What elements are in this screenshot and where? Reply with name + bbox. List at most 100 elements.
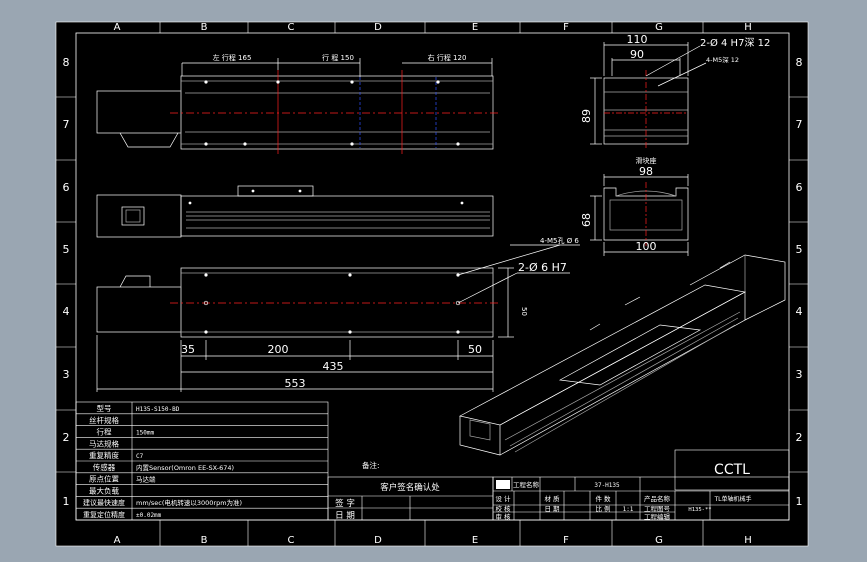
row-label-6: 6	[63, 181, 70, 194]
column-label-d-bottom: D	[374, 535, 382, 546]
dim-435: 435	[323, 360, 344, 373]
column-label-g: G	[655, 22, 663, 33]
row-label-4: 4	[63, 305, 70, 318]
dim-50: 50	[468, 343, 482, 356]
drawing-cat-label: 工程编辑	[644, 512, 671, 521]
spec-value-repeat: ±0.02mm	[136, 512, 162, 519]
stroke-right-label: 右 行程 120	[428, 53, 467, 62]
spec-label-repeat: 重复定位精度	[83, 510, 125, 519]
row-label-1-right: 1	[796, 495, 803, 508]
column-label-d: D	[374, 22, 382, 33]
spec-label-screw: 丝杆规格	[89, 415, 119, 425]
stroke-mid-label: 行 程 150	[322, 53, 354, 62]
slider-height-68: 68	[580, 213, 593, 227]
remark-label: 备注:	[362, 460, 380, 470]
spec-label-sensor: 传感器	[93, 462, 116, 472]
end-pin-note: 2-Ø 4 H7深 12	[700, 37, 770, 49]
column-label-g-bottom: G	[655, 535, 663, 546]
title-block	[492, 449, 790, 521]
end-height-89: 89	[580, 109, 593, 123]
spec-value-stroke: 150mm	[136, 430, 154, 437]
column-label-e-bottom: E	[472, 535, 478, 546]
row-label-4-right: 4	[796, 305, 803, 318]
stroke-left-label: 左 行程 165	[213, 53, 252, 62]
slider-width-98: 98	[639, 165, 653, 178]
approve-label: 审 核	[495, 512, 511, 521]
top-view	[96, 58, 500, 154]
column-labels: A B C D E F G H A B C D E F G H	[114, 22, 752, 546]
row-label-8: 8	[63, 56, 70, 69]
spec-rows: 型号 H135-S150-BD 丝杆规格 行程 150mm 马达规格 重复精度 …	[83, 404, 242, 519]
spec-label-stroke: 行程	[97, 427, 112, 437]
brand-logo: CCTL	[714, 462, 750, 478]
spec-label-origin: 原点位置	[89, 474, 119, 484]
end-width-90: 90	[630, 48, 644, 61]
slider-view	[590, 174, 689, 256]
row-label-3: 3	[63, 368, 70, 381]
column-label-f: F	[563, 22, 569, 33]
column-label-c-bottom: C	[288, 535, 295, 546]
grid-ticks	[56, 22, 808, 546]
spec-label-motor: 马达规格	[89, 439, 119, 449]
date-field-label: 日 期	[544, 505, 560, 513]
spec-value-precision: C7	[136, 453, 144, 460]
material-label: 材 质	[544, 494, 560, 503]
front-pin-note: 2-Ø 6 H7	[518, 261, 567, 274]
product-name-label: 产品名称	[644, 494, 671, 503]
row-label-5: 5	[63, 243, 70, 256]
column-label-f-bottom: F	[563, 535, 569, 546]
spec-label-precision: 重复精度	[89, 450, 119, 460]
column-label-a-bottom: A	[114, 535, 121, 546]
row-labels: 8 7 6 5 4 3 2 1 8 7 6 5 4 3 2 1	[63, 56, 803, 508]
spec-value-sensor: 内置Sensor(Omron EE-SX-674)	[136, 463, 234, 472]
end-view	[590, 42, 707, 150]
spec-label-model: 型号	[97, 404, 112, 413]
row-label-6-right: 6	[796, 181, 803, 194]
scale-value: 1:1	[623, 506, 634, 513]
dim-200: 200	[268, 343, 289, 356]
spec-label-max-load: 最大负载	[89, 486, 119, 496]
end-width-110: 110	[627, 33, 648, 46]
project-value: 37-H135	[594, 482, 620, 489]
column-label-c: C	[288, 22, 295, 33]
row-label-5-right: 5	[796, 243, 803, 256]
slider-title: 滑块座	[636, 156, 657, 165]
end-tap-note: 4-M5深 12	[706, 55, 739, 64]
isometric-view	[459, 254, 786, 456]
row-label-1: 1	[63, 495, 70, 508]
dim-35: 35	[181, 343, 195, 356]
product-name-value: TL单轴机械手	[713, 495, 751, 503]
spec-value-origin: 马达端	[136, 475, 156, 484]
column-label-b-bottom: B	[201, 535, 208, 546]
row-label-3-right: 3	[796, 368, 803, 381]
row-label-2-right: 2	[796, 431, 803, 444]
drawing-no-value: H135-**	[688, 507, 711, 513]
design-label: 设 计	[495, 494, 511, 503]
drawing-no-label: 工程图号	[644, 504, 671, 513]
spec-value-speed: mm/sec(电机转速以3000rpm为准)	[136, 498, 242, 507]
project-label: 工程名称	[513, 480, 540, 489]
front-view	[96, 244, 580, 392]
scale-label: 比 例	[595, 504, 610, 513]
column-label-e: E	[472, 22, 478, 33]
check-label: 校 核	[495, 504, 511, 513]
column-label-h-bottom: H	[744, 535, 752, 546]
front-hole-note: 4-M5孔 Ø 6	[540, 237, 579, 245]
side-view	[96, 185, 494, 238]
dim-553: 553	[285, 377, 306, 390]
front-height-dim: 50	[520, 307, 528, 316]
slider-width-100: 100	[636, 240, 657, 253]
row-label-7-right: 7	[796, 118, 803, 131]
column-label-a: A	[114, 22, 121, 33]
spec-label-speed: 建议最快速度	[83, 498, 125, 507]
spec-table	[75, 401, 329, 521]
row-label-2: 2	[63, 431, 70, 444]
quantity-label: 件 数	[595, 494, 611, 503]
sign-label: 签 字	[335, 498, 355, 509]
date-label: 日 期	[335, 511, 355, 521]
column-label-h: H	[744, 22, 752, 33]
row-label-7: 7	[63, 118, 70, 131]
spec-value-model: H135-S150-BD	[136, 406, 180, 413]
